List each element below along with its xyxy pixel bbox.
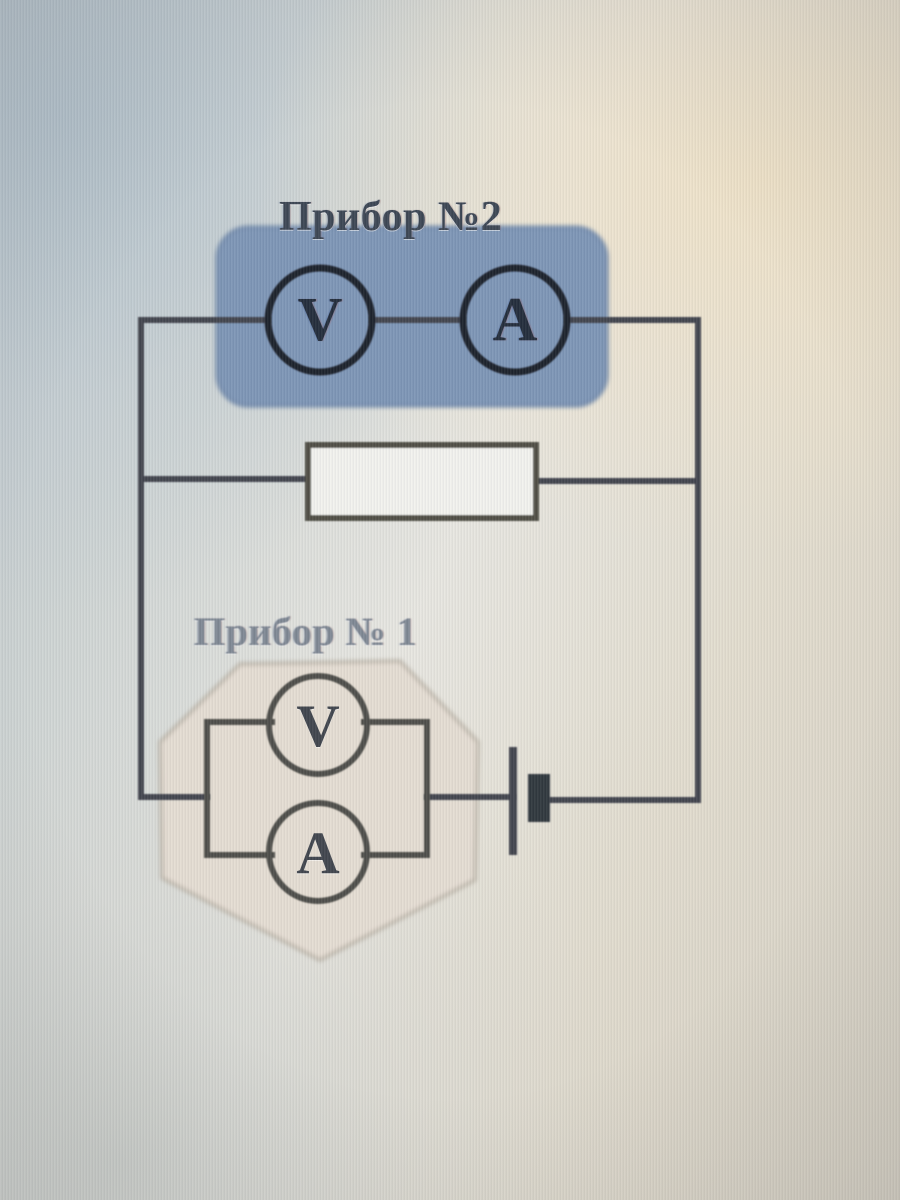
voltmeter-symbol-top — [264, 264, 376, 376]
voltmeter-symbol-bottom — [266, 673, 370, 777]
device-one-panel-shape — [158, 659, 480, 962]
battery-negative-plate — [528, 774, 550, 822]
device-one-wiring — [204, 719, 430, 858]
device-one-meters — [266, 673, 370, 904]
device-two-panel-shape — [215, 225, 609, 408]
resistor — [305, 442, 539, 521]
ammeter-symbol-top — [459, 264, 571, 376]
device-one-label: Прибор № 1 — [194, 609, 418, 654]
device-one-panel — [158, 659, 480, 962]
device-two-label: Прибор №2 — [279, 194, 503, 240]
device-two-meters — [264, 264, 571, 376]
resistor-body — [305, 442, 539, 521]
device-two-panel — [215, 225, 609, 408]
circuit-wiring — [138, 317, 701, 803]
ammeter-symbol-bottom — [266, 800, 370, 904]
battery-cell — [509, 747, 550, 855]
